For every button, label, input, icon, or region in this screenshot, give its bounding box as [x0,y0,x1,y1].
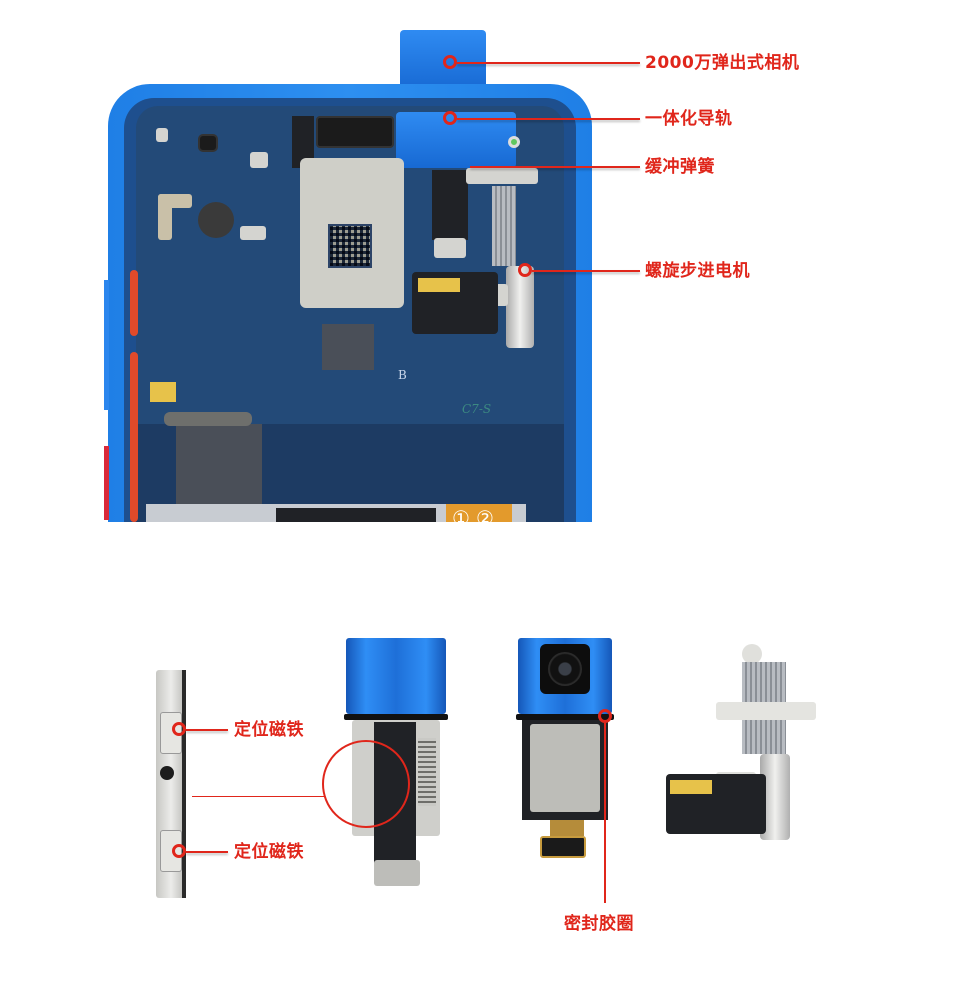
callout-dot-magnet-bottom [172,844,186,858]
side-button-blue [104,280,109,410]
board-mark-c7s: C7-S [462,402,492,416]
spring-bracket [466,168,538,184]
phone-midframe: B C7-S ① ② [124,98,576,522]
rail-edge [182,670,186,898]
motor-flex-contacts [418,278,460,292]
board-mark-b: B [398,368,407,382]
screw [508,136,520,148]
motor-top-bracket [742,644,762,664]
callout-dot-magnet-top [172,722,186,736]
pull-tab-number-1: ① [452,506,470,522]
qr-code [328,224,372,268]
seal-ring-front [516,714,614,720]
callout-line-spring [470,166,640,168]
stepper-motor [506,266,534,348]
callout-dot-motor [518,263,532,277]
shield-lower-pad [322,324,374,370]
flex-ribbon [550,820,584,836]
motor-slider-bracket [716,702,816,720]
ic-chip [292,116,314,168]
label-magnet-bottom: 定位磁铁 [234,842,304,862]
buffer-spring-component [418,738,436,806]
label-integrated-rail: 一体化导轨 [645,109,733,129]
antenna-contacts [150,382,176,402]
camera-flex-cable [432,170,468,240]
label-buffer-spring: 缓冲弹簧 [645,157,715,177]
phone-frame: B C7-S ① ② [108,84,592,522]
callout-dot-seal [598,709,612,723]
callout-line-magnet-top [186,729,228,731]
camera-shield-front [530,724,600,812]
label-seal-ring: 密封胶圈 [564,914,634,934]
callout-dot-rail [443,111,457,125]
board-connector [540,836,586,858]
battery-connector-strip [276,508,436,522]
contact-pad-2 [240,226,266,240]
seal-ring-back [344,714,448,720]
mainboard: B C7-S ① ② [136,106,564,522]
callout-line-camera [457,62,640,64]
contact-pad [250,152,268,168]
rail-hole [160,766,174,780]
callout-line-seal [604,723,606,903]
camera-module-cap-back [346,638,446,714]
motor-flex-gold-contacts [670,780,712,794]
vibration-motor [198,202,234,238]
proximity-sensor [198,134,218,152]
label-magnet-top: 定位磁铁 [234,720,304,740]
callout-dot-camera [443,55,457,69]
lead-screw [492,186,516,266]
callout-line-magnet-bottom [186,851,228,853]
flex-connector-shield [434,238,466,258]
label-popup-camera: 2000万弹出式相机 [645,53,800,73]
grounding-pad-vertical [158,194,172,240]
magnet-highlight-circle [322,740,410,828]
component-views: 定位磁铁 定位磁铁 密封胶圈 [0,620,978,992]
volume-button-inner [130,352,138,522]
power-button-inner [130,270,138,336]
battery-pull-tab [446,504,512,522]
callout-line-motor [532,270,640,272]
callout-line-rail [457,118,640,120]
earpiece-speaker [316,116,394,148]
top-phone-view: B C7-S ① ② 2000万弹出式相机 一体化导轨 缓冲 [104,30,800,522]
flex-cable-fold [164,412,252,426]
sensor-pad [156,128,168,142]
side-button-red [104,446,109,520]
label-stepper-motor: 螺旋步进电机 [645,261,750,281]
connector-line [192,796,324,797]
camera-lens [548,652,582,686]
pull-tab-number-2: ② [476,506,494,522]
flex-stiffener [374,860,420,886]
